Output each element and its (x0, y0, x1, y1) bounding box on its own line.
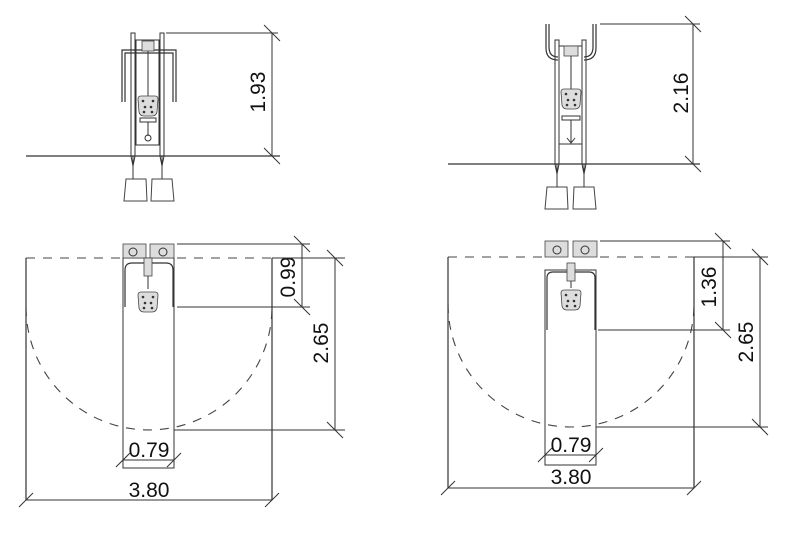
footprint-width-label: 0.79 (129, 439, 170, 462)
total-width-dimension: 3.80 (440, 466, 702, 496)
footprint-width-dimension: 0.79 (115, 439, 182, 468)
total-width-label: 3.80 (551, 466, 592, 489)
footprint-width-dimension: 0.79 (537, 434, 604, 463)
footing (123, 178, 148, 202)
total-width-dimension: 3.80 (18, 479, 280, 508)
footing (572, 186, 597, 210)
footprint-width-label: 0.79 (551, 434, 592, 457)
safety-zone-arc (447, 303, 695, 428)
right-plan-view: 1.36 2.65 0.79 3.80 (440, 232, 769, 496)
left-plan-view: 0.99 2.65 0.79 3.80 (18, 235, 345, 508)
equipment-plan (122, 243, 175, 313)
equipment-depth-dimension: 0.99 (177, 235, 311, 316)
height-dim-label: 2.16 (670, 73, 693, 114)
equipment-depth-label: 0.99 (277, 257, 300, 298)
footing (544, 186, 569, 210)
equipment-depth-label: 1.36 (698, 267, 721, 308)
height-dimension: 1.93 (166, 24, 281, 165)
equipment-plan (544, 240, 598, 330)
equipment-elevation (121, 32, 177, 202)
footing (150, 178, 175, 202)
height-dim-label: 1.93 (247, 72, 270, 113)
height-dimension: 2.16 (600, 15, 702, 173)
equipment-elevation (544, 24, 597, 210)
depth-dim-label: 2.65 (735, 322, 758, 363)
left-elevation-view: 1.93 (26, 24, 281, 202)
equipment-footprint (122, 257, 175, 469)
right-elevation-view: 2.16 (448, 15, 702, 210)
safety-zone-arc (25, 306, 273, 431)
total-width-label: 3.80 (129, 479, 170, 502)
depth-dim-label: 2.65 (310, 323, 333, 364)
depth-dimension: 2.65 (174, 249, 345, 439)
depth-dimension: 2.65 (596, 248, 769, 436)
equipment-depth-dimension: 1.36 (598, 232, 732, 339)
